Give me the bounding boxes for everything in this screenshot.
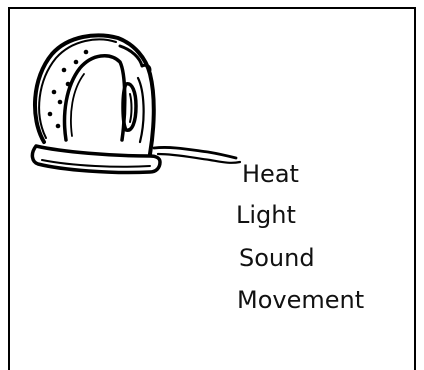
word-movement: Movement [237,286,364,314]
word-sound: Sound [239,244,315,272]
word-light: Light [236,201,296,229]
word-heat: Heat [242,160,299,188]
clothes-iron-icon [22,22,252,197]
